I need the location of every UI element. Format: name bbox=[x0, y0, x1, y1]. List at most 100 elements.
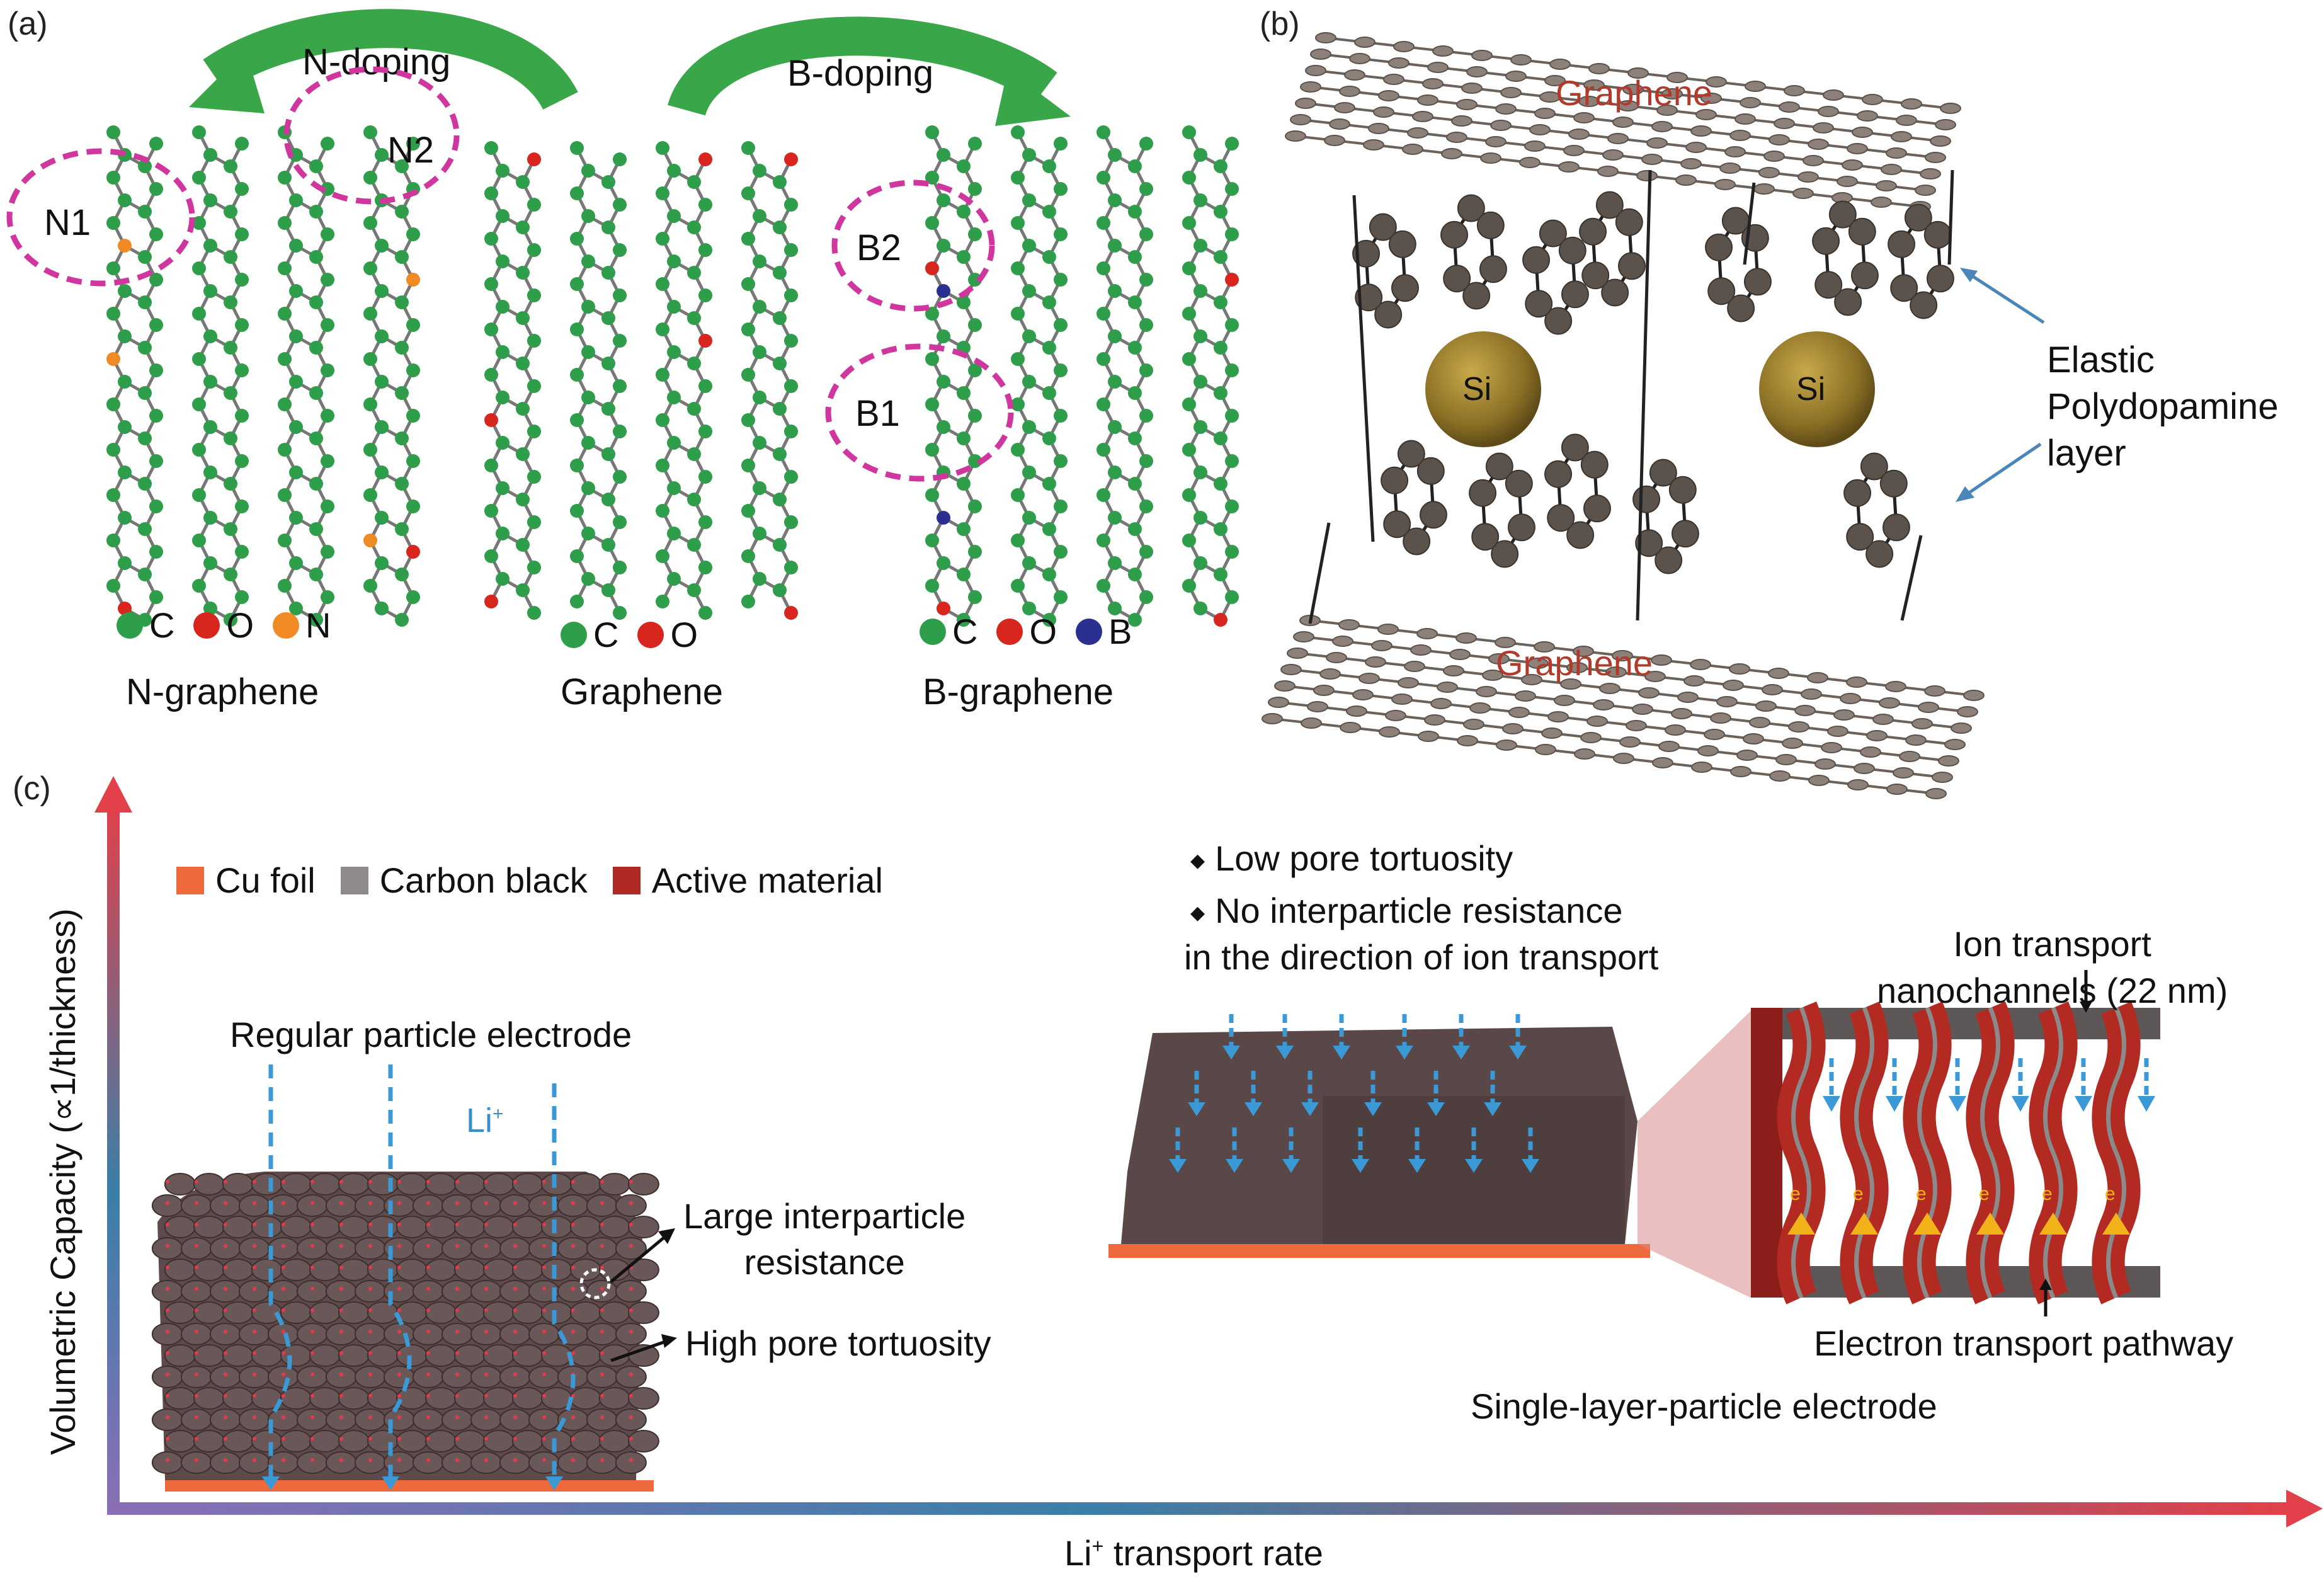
active-dot bbox=[455, 1265, 459, 1269]
atom-C bbox=[968, 545, 982, 559]
particle bbox=[309, 1173, 341, 1196]
active-dot bbox=[253, 1308, 256, 1312]
particle bbox=[586, 1451, 618, 1474]
x-axis-label-sup: + bbox=[1091, 1534, 1104, 1558]
ion-arrowhead bbox=[1452, 1046, 1470, 1059]
atom-C bbox=[149, 137, 163, 151]
atom-C bbox=[613, 379, 627, 393]
legend-b: B bbox=[1108, 612, 1132, 651]
particle bbox=[151, 1451, 183, 1474]
active-dot bbox=[195, 1180, 198, 1184]
carbon-atom bbox=[1529, 124, 1551, 135]
carbon-atom bbox=[1287, 648, 1308, 659]
atom-C bbox=[570, 595, 584, 608]
atom-C bbox=[149, 409, 163, 423]
atom-C bbox=[118, 420, 132, 434]
atom-C bbox=[1139, 545, 1153, 559]
active-dot bbox=[484, 1373, 488, 1376]
active-dot bbox=[282, 1180, 285, 1184]
carbon-atom bbox=[1515, 690, 1536, 702]
atom-C bbox=[667, 164, 681, 178]
atom-C bbox=[406, 499, 420, 513]
carbon-atom bbox=[1775, 754, 1797, 765]
atom-O bbox=[484, 413, 498, 427]
carbon-atom bbox=[1671, 708, 1692, 719]
active-dot bbox=[542, 1415, 546, 1419]
particle bbox=[528, 1323, 560, 1345]
atom-C bbox=[784, 379, 798, 393]
atom-C bbox=[192, 125, 206, 139]
atom-C bbox=[138, 522, 152, 536]
particle bbox=[383, 1323, 415, 1345]
polydopamine-linkers bbox=[1308, 169, 1954, 624]
carbon-atom bbox=[1886, 147, 1907, 159]
atom-C bbox=[406, 590, 420, 604]
carbon-black-strand bbox=[2043, 1007, 2063, 1299]
active-dot bbox=[484, 1415, 488, 1419]
active-dot bbox=[339, 1244, 343, 1248]
particle bbox=[627, 1301, 659, 1324]
carbon-atom bbox=[1704, 729, 1725, 740]
atom-C bbox=[192, 307, 206, 321]
particle bbox=[354, 1323, 386, 1345]
carbon-atom bbox=[1814, 758, 1836, 770]
atom-C bbox=[375, 284, 389, 298]
active-dot bbox=[166, 1201, 169, 1205]
atom-C bbox=[784, 198, 798, 212]
active-dot bbox=[542, 1308, 546, 1312]
particle bbox=[441, 1451, 473, 1474]
ion-arrowhead bbox=[1949, 1096, 1966, 1112]
atom-C bbox=[1214, 295, 1228, 309]
particle bbox=[193, 1301, 225, 1324]
carbon-atom bbox=[1373, 106, 1394, 118]
atom-C bbox=[224, 159, 237, 173]
carbon-atom bbox=[1842, 159, 1863, 171]
atom-C bbox=[1096, 352, 1110, 366]
carbon-atom bbox=[1651, 654, 1672, 666]
cu-foil-swatch bbox=[176, 867, 204, 894]
active-dot bbox=[397, 1287, 401, 1291]
atom-O bbox=[698, 152, 712, 166]
atom-C bbox=[937, 375, 950, 389]
particle bbox=[412, 1366, 444, 1388]
ring-atom bbox=[1635, 529, 1663, 557]
active-dot bbox=[513, 1437, 517, 1441]
particle bbox=[598, 1173, 630, 1196]
atom-C bbox=[1054, 545, 1068, 559]
particle bbox=[151, 1408, 183, 1431]
carbon-atom bbox=[1734, 113, 1756, 125]
particle bbox=[193, 1216, 225, 1238]
carbon-atom bbox=[1915, 185, 1936, 196]
active-dot bbox=[571, 1265, 575, 1269]
bullet-text-1: Low pore tortuosity bbox=[1215, 838, 1513, 878]
particle bbox=[396, 1430, 428, 1453]
ring-atom bbox=[1419, 501, 1447, 529]
atom-C bbox=[773, 220, 787, 234]
atom-C bbox=[667, 436, 681, 450]
graphene-lattice bbox=[484, 141, 798, 620]
atom-C bbox=[687, 175, 701, 189]
ion-arrowhead bbox=[1188, 1102, 1205, 1116]
atom-C bbox=[138, 205, 152, 219]
particle bbox=[598, 1430, 630, 1453]
particle bbox=[470, 1194, 502, 1217]
atom-C bbox=[516, 311, 530, 325]
particle bbox=[453, 1387, 486, 1410]
legend-active-material-label: Active material bbox=[651, 860, 883, 900]
active-dot bbox=[310, 1351, 314, 1355]
carbon-atom bbox=[1905, 734, 1927, 746]
ion-arrowhead bbox=[262, 1476, 280, 1490]
particle bbox=[180, 1280, 212, 1303]
atom-C bbox=[1042, 341, 1056, 355]
active-dot bbox=[195, 1458, 198, 1462]
active-dot bbox=[455, 1458, 459, 1462]
ring-atom bbox=[1668, 476, 1697, 504]
active-dot bbox=[542, 1437, 546, 1441]
atom-C bbox=[925, 397, 939, 411]
atom-C bbox=[1182, 307, 1196, 321]
atom-C bbox=[1096, 579, 1110, 593]
atom-C bbox=[741, 459, 755, 472]
active-dot bbox=[629, 1330, 633, 1333]
active-dot bbox=[253, 1330, 256, 1333]
carbon-atom bbox=[1349, 53, 1370, 64]
